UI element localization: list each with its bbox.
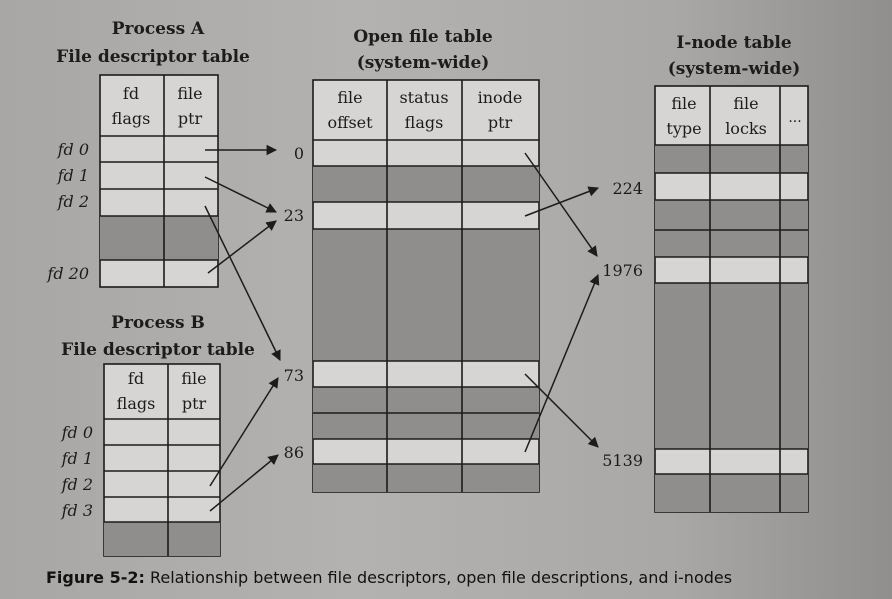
inode-table-title: I-node table xyxy=(676,33,792,53)
process-b-fd3-label: fd 3 xyxy=(61,501,93,520)
inode-entry-5139: 5139 xyxy=(602,451,643,470)
inode-entry-1976: 1976 xyxy=(602,261,643,280)
process-a-subtitle: File descriptor table xyxy=(56,47,250,67)
process-a-title: Process A xyxy=(112,19,205,39)
oft-col3-line2: ptr xyxy=(488,113,513,132)
inode-col1-line2: type xyxy=(666,119,701,138)
oft-entry-0: 0 xyxy=(294,144,304,163)
process-b-fd-table xyxy=(103,363,221,557)
process-b-subtitle: File descriptor table xyxy=(61,340,255,360)
arrow-b-fd3-to-86 xyxy=(209,454,279,512)
process-a-fd0-label: fd 0 xyxy=(57,140,89,159)
arrow-b-fd2-to-73 xyxy=(209,377,279,487)
arrow-a-fd1-to-23 xyxy=(204,176,277,213)
process-a-fd-table xyxy=(99,74,219,288)
arrow-oft-86-to-1976 xyxy=(524,274,600,453)
figure-caption-text: Relationship between file descriptors, o… xyxy=(144,568,733,587)
process-b-col2-line1: file xyxy=(181,369,206,388)
inode-col1-line1: file xyxy=(671,94,696,113)
process-b-title: Process B xyxy=(111,313,205,333)
process-b-fd1-label: fd 1 xyxy=(61,449,93,468)
oft-entry-73: 73 xyxy=(284,366,304,385)
figure-caption-label: Figure 5-2: xyxy=(46,568,145,587)
process-a-fd1-label: fd 1 xyxy=(57,166,89,185)
process-a-col2-line1: file xyxy=(177,84,202,103)
oft-col3-line1: inode xyxy=(478,88,523,107)
oft-col1-line2: offset xyxy=(327,113,373,132)
arrow-a-fd20-to-23 xyxy=(207,220,277,274)
inode-table xyxy=(654,85,809,513)
open-file-table xyxy=(312,79,540,493)
arrow-a-fd2-to-73 xyxy=(204,205,281,361)
arrow-oft-73-to-5139 xyxy=(524,373,599,448)
inode-col3-ellipsis: ... xyxy=(788,110,801,126)
process-a-col1-line1: fd xyxy=(123,84,139,103)
process-b-fd0-label: fd 0 xyxy=(61,423,93,442)
process-a-fd2-label: fd 2 xyxy=(57,192,89,211)
open-file-table-subtitle: (system-wide) xyxy=(357,53,490,73)
oft-col2-line2: flags xyxy=(405,113,444,132)
oft-entry-86: 86 xyxy=(284,443,304,462)
process-a-col1-line2: flags xyxy=(112,109,151,128)
process-a-fd20-label: fd 20 xyxy=(46,264,89,283)
process-b-col2-line2: ptr xyxy=(182,394,207,413)
arrow-oft-23-to-224 xyxy=(524,186,599,217)
process-b-fd2-label: fd 2 xyxy=(61,475,93,494)
process-a-col2-line2: ptr xyxy=(178,109,203,128)
inode-col2-line1: file xyxy=(733,94,758,113)
process-b-col1-line1: fd xyxy=(128,369,144,388)
oft-col1-line1: file xyxy=(337,88,362,107)
oft-col2-line1: status xyxy=(399,88,448,107)
oft-entry-23: 23 xyxy=(284,206,304,225)
open-file-table-title: Open file table xyxy=(353,27,493,47)
figure-caption: Figure 5-2: Relationship between file de… xyxy=(46,568,732,587)
inode-col2-line2: locks xyxy=(725,119,767,138)
inode-table-subtitle: (system-wide) xyxy=(668,59,801,79)
arrow-oft-0-to-1976 xyxy=(524,152,598,257)
inode-entry-224: 224 xyxy=(612,179,643,198)
process-b-col1-line2: flags xyxy=(117,394,156,413)
